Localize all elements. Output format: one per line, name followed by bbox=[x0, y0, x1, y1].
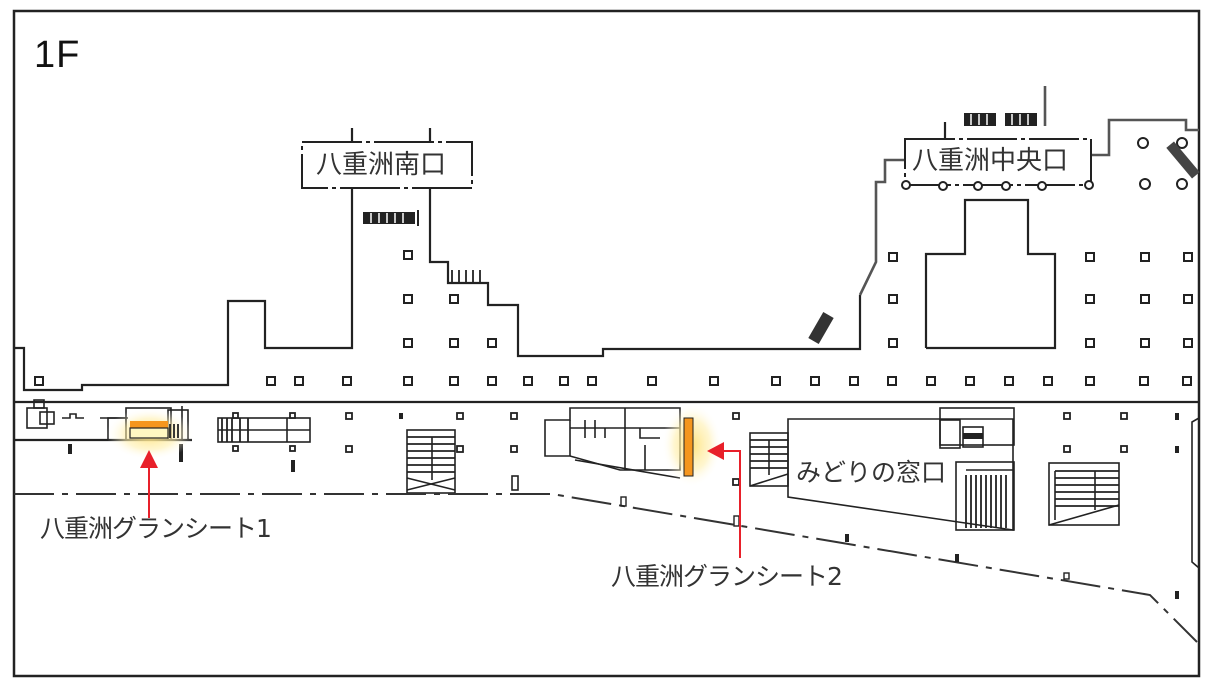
center-shops bbox=[544, 407, 681, 479]
gran-seat-2-marker bbox=[662, 403, 722, 487]
gran-seat-2-label[interactable]: 八重洲グランシート2 bbox=[611, 562, 843, 591]
ticket-gates bbox=[363, 113, 1200, 344]
boundary-line bbox=[14, 493, 1198, 643]
escalator-left bbox=[217, 412, 311, 452]
stairs-ticket-office bbox=[749, 432, 789, 487]
south-entrance-box bbox=[301, 141, 473, 189]
central-entrance-box bbox=[904, 138, 1092, 186]
gran-seat-1-marker bbox=[106, 408, 194, 460]
escalator-right bbox=[1048, 462, 1120, 526]
central-entrance-door-circles bbox=[901, 137, 1188, 191]
ticket-office-label: みどりの窓口 bbox=[796, 458, 947, 487]
arrow-gran-seat-2 bbox=[707, 442, 741, 558]
gran-seat-1-label[interactable]: 八重洲グランシート1 bbox=[40, 514, 272, 543]
pillars bbox=[34, 250, 1193, 599]
floor-label: 1F bbox=[34, 34, 81, 76]
south-entrance-label: 八重洲南口 bbox=[316, 150, 447, 180]
central-entrance-label: 八重洲中央口 bbox=[912, 146, 1069, 176]
arrow-gran-seat-1 bbox=[140, 450, 158, 518]
ticket-office-building bbox=[787, 407, 1015, 531]
right-wall-panel bbox=[1191, 417, 1200, 569]
boundary-posts bbox=[620, 496, 1070, 580]
stairs-center bbox=[406, 429, 456, 494]
building-outline bbox=[14, 86, 1199, 442]
map-frame bbox=[12, 9, 1201, 678]
